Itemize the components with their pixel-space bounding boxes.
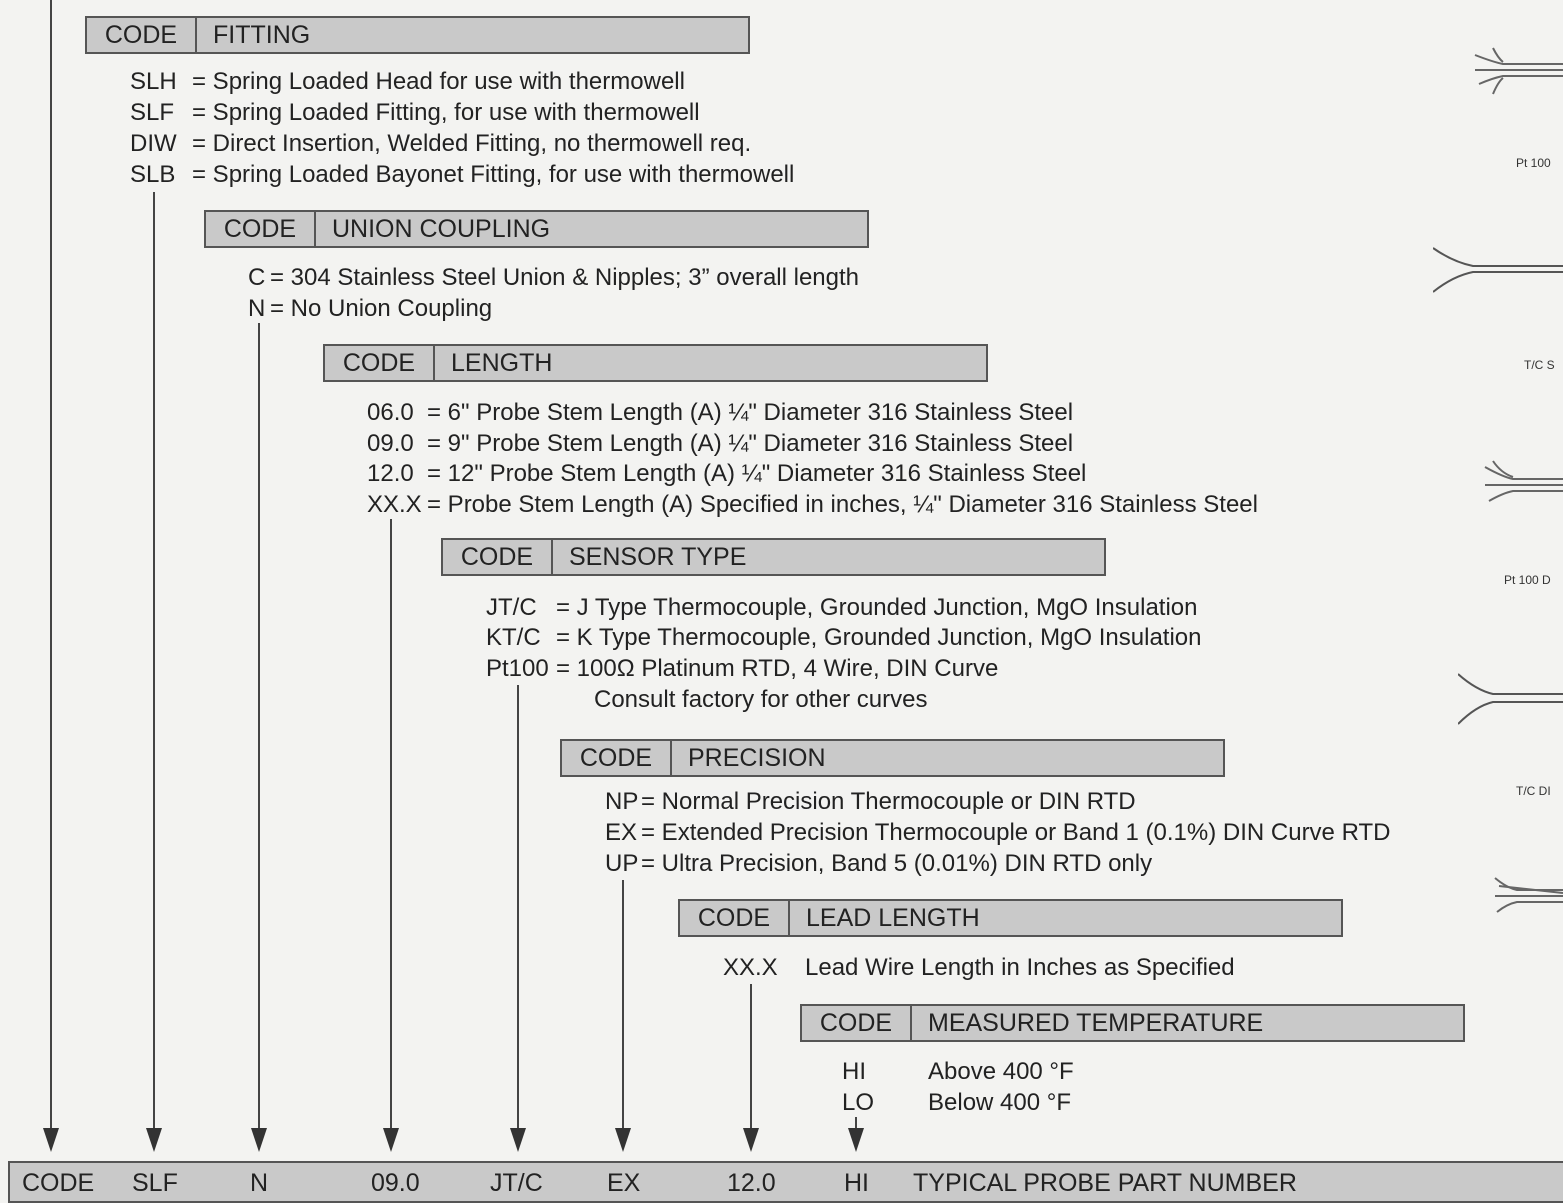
- arrow-head: [383, 1128, 399, 1152]
- fitting-option: SLH= Spring Loaded Head for use with the…: [130, 68, 685, 95]
- union-option: N= No Union Coupling: [248, 295, 493, 322]
- temperature-title: MEASURED TEMPERATURE: [928, 1008, 1264, 1037]
- part-fitting: SLF: [132, 1169, 178, 1197]
- arrow-head: [615, 1128, 631, 1152]
- temperature-header: CODE MEASURED TEMPERATURE: [800, 1004, 1465, 1042]
- connector-line: [153, 192, 155, 1130]
- arrow-head: [146, 1128, 162, 1152]
- part-sensor: JT/C: [490, 1169, 543, 1197]
- connector-line: [855, 1117, 857, 1130]
- fitting-header: CODE FITTING: [85, 16, 750, 54]
- part-length: 09.0: [371, 1169, 420, 1197]
- sensor-option: KT/C= K Type Thermocouple, Grounded Junc…: [486, 624, 1202, 651]
- part-union: N: [250, 1169, 269, 1197]
- part-code: CODE: [22, 1169, 95, 1197]
- union-header: CODE UNION COUPLING: [204, 210, 869, 248]
- precision-option: UP= Ultra Precision, Band 5 (0.01%) DIN …: [605, 850, 1153, 877]
- sensor-option: JT/C= J Type Thermocouple, Grounded Junc…: [486, 594, 1198, 621]
- probe-label: Pt 100 D: [1504, 573, 1551, 587]
- probe-drawing-tc: [1458, 673, 1563, 725]
- length-header: CODE LENGTH: [323, 344, 988, 382]
- part-lead: 12.0: [727, 1169, 776, 1197]
- fitting-option: DIW= Direct Insertion, Welded Fitting, n…: [130, 130, 752, 157]
- part-temperature: HI: [844, 1169, 869, 1197]
- sensor-header: CODE SENSOR TYPE: [441, 538, 1106, 576]
- sensor-option: Pt100= 100Ω Platinum RTD, 4 Wire, DIN Cu…: [486, 655, 999, 682]
- precision-option: NP= Normal Precision Thermocouple or DIN…: [605, 788, 1136, 815]
- connector-line: [517, 685, 519, 1130]
- length-title: LENGTH: [451, 348, 553, 377]
- sensor-title: SENSOR TYPE: [569, 542, 747, 571]
- fitting-title: FITTING: [213, 20, 311, 49]
- probe-label: T/C S: [1524, 358, 1555, 372]
- fitting-code-label: CODE: [87, 18, 197, 52]
- union-title: UNION COUPLING: [332, 214, 551, 243]
- length-option: 06.0= 6" Probe Stem Length (A) ¼" Diamet…: [367, 399, 1074, 426]
- lead-code-label: CODE: [680, 901, 790, 935]
- arrow-head: [848, 1128, 864, 1152]
- probe-label: T/C DI: [1516, 784, 1551, 798]
- fitting-option: SLF= Spring Loaded Fitting, for use with…: [130, 99, 700, 126]
- length-code-label: CODE: [325, 346, 435, 380]
- probe-drawing-rtd: [1484, 460, 1563, 502]
- sensor-note: Consult factory for other curves: [594, 686, 928, 713]
- connector-line: [750, 984, 752, 1130]
- temperature-code-label: CODE: [802, 1006, 912, 1040]
- arrow-head: [510, 1128, 526, 1152]
- lead-title: LEAD LENGTH: [806, 903, 980, 932]
- precision-code-label: CODE: [562, 741, 672, 775]
- arrow-head: [43, 1128, 59, 1152]
- arrow-head: [251, 1128, 267, 1152]
- probe-drawing-tc: [1433, 247, 1563, 293]
- arrow-head: [743, 1128, 759, 1152]
- probe-label: Pt 100: [1516, 156, 1551, 170]
- connector-line: [390, 519, 392, 1130]
- part-number-bar: CODE SLF N 09.0 JT/C EX 12.0 HI TYPICAL …: [8, 1161, 1563, 1203]
- connector-line: [258, 323, 260, 1130]
- connector-line: [50, 0, 52, 1130]
- part-number-label: TYPICAL PROBE PART NUMBER: [913, 1169, 1297, 1197]
- fitting-option: SLB= Spring Loaded Bayonet Fitting, for …: [130, 161, 795, 188]
- precision-option: EX= Extended Precision Thermocouple or B…: [605, 819, 1391, 846]
- length-option: 12.0= 12" Probe Stem Length (A) ¼" Diame…: [367, 460, 1087, 487]
- length-option: 09.0= 9" Probe Stem Length (A) ¼" Diamet…: [367, 430, 1074, 457]
- part-precision: EX: [607, 1169, 641, 1197]
- lead-header: CODE LEAD LENGTH: [678, 899, 1343, 937]
- length-option: XX.X= Probe Stem Length (A) Specified in…: [367, 491, 1258, 518]
- union-code-label: CODE: [206, 212, 316, 246]
- probe-drawing-rtd: [1474, 47, 1563, 95]
- precision-header: CODE PRECISION: [560, 739, 1225, 777]
- sensor-code-label: CODE: [443, 540, 553, 574]
- probe-drawing-rtd: [1494, 877, 1563, 913]
- union-option: C= 304 Stainless Steel Union & Nipples; …: [248, 264, 860, 291]
- precision-title: PRECISION: [688, 743, 826, 772]
- connector-line: [622, 880, 624, 1130]
